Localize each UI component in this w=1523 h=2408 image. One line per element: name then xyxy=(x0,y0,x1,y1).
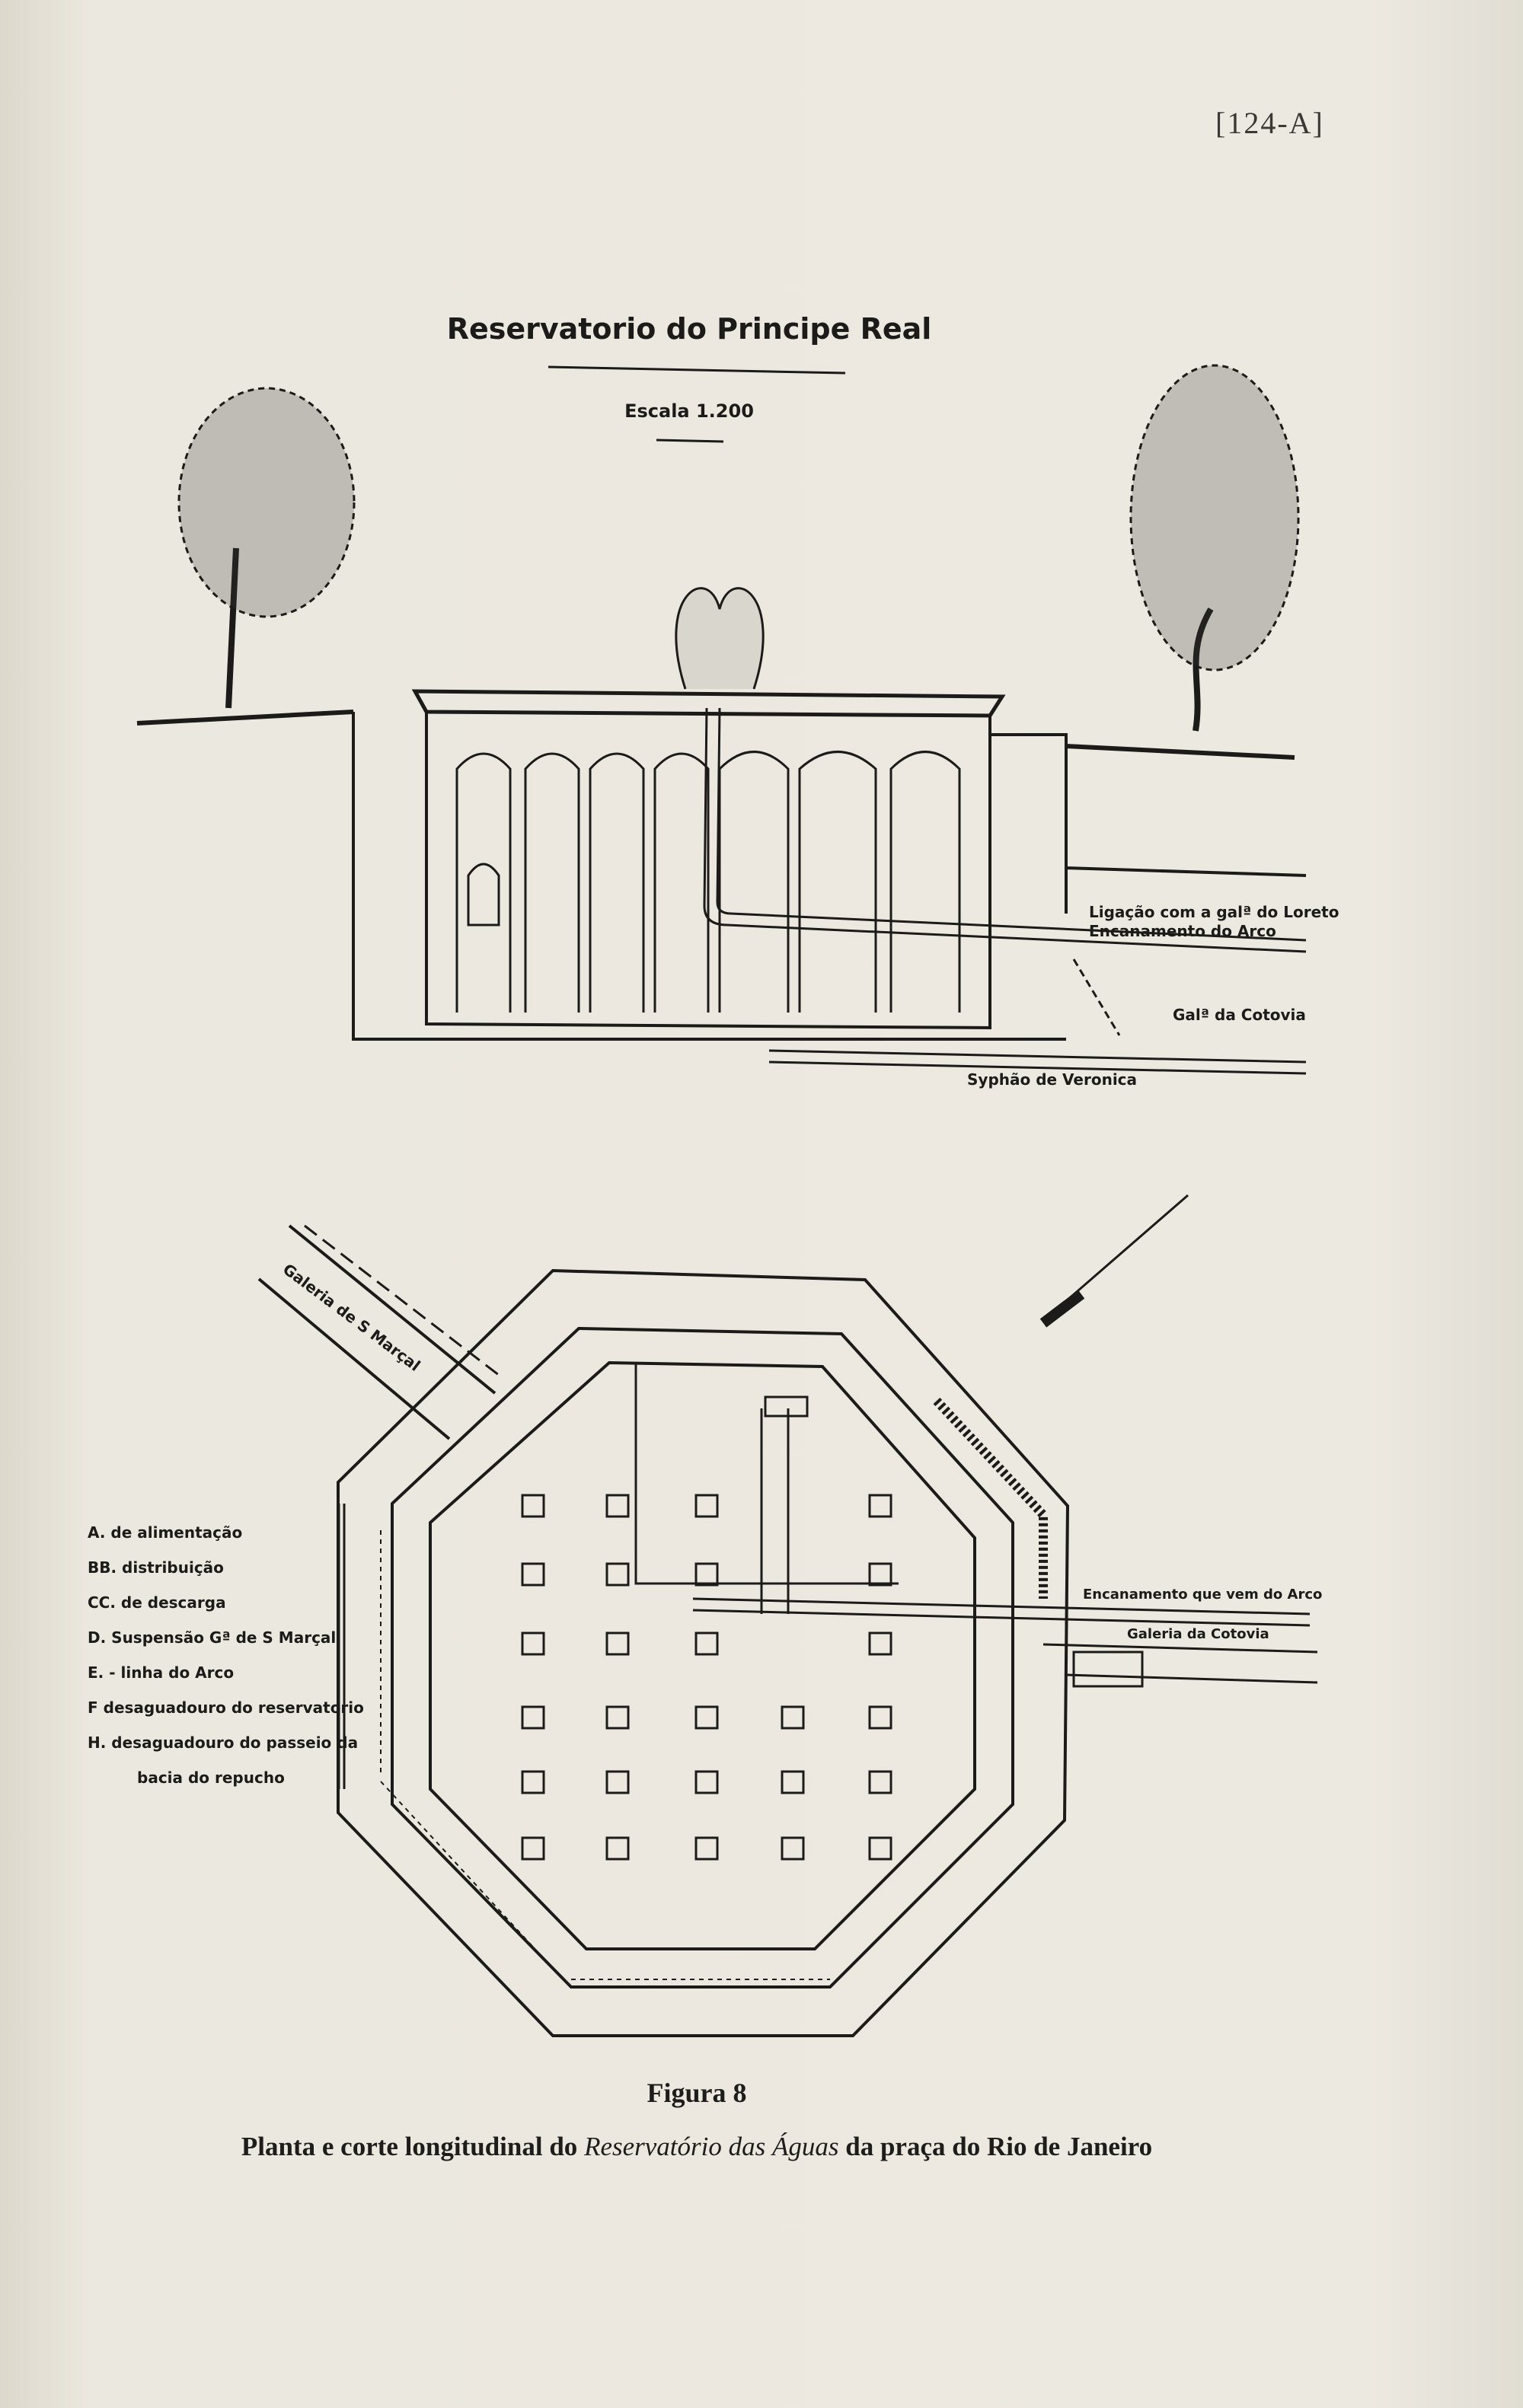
pillar xyxy=(694,1562,719,1587)
label-syphao: Syphão de Veronica xyxy=(967,1070,1137,1089)
legend-item: E. - linha do Arco xyxy=(88,1663,234,1682)
pillar xyxy=(781,1705,805,1730)
legend-item: BB. distribuição xyxy=(88,1558,224,1577)
pillar xyxy=(868,1562,892,1587)
pillar xyxy=(694,1631,719,1656)
label-encanamento-arco: Encanamento do Arco xyxy=(1089,922,1276,940)
pillar xyxy=(605,1836,630,1861)
label-loreto: Ligação com a galª do Loreto xyxy=(1089,903,1339,921)
caption-prefix: Planta e corte longitudinal do xyxy=(241,2132,585,2161)
tree-left-icon xyxy=(177,387,356,709)
pillar xyxy=(868,1770,892,1794)
pillar-grid xyxy=(521,1494,892,1861)
pillar xyxy=(521,1562,545,1587)
pillar xyxy=(521,1631,545,1656)
figure-number: Figura 8 xyxy=(647,2078,747,2108)
label-galeria-cotovia: Galª da Cotovia xyxy=(1173,1006,1306,1024)
legend-item: CC. de descarga xyxy=(88,1593,226,1612)
legend-item: H. desaguadouro do passeio da xyxy=(88,1733,358,1752)
pillar xyxy=(605,1562,630,1587)
pillar xyxy=(521,1705,545,1730)
pillar xyxy=(605,1494,630,1518)
pillar xyxy=(868,1631,892,1656)
tree-right-icon xyxy=(1129,364,1300,732)
title-rule xyxy=(548,365,846,375)
caption-suffix: da praça do Rio de Janeiro xyxy=(838,2132,1153,2161)
pillar xyxy=(694,1836,719,1861)
pillar xyxy=(868,1494,892,1518)
pillar xyxy=(605,1770,630,1794)
pillar xyxy=(694,1770,719,1794)
figure-caption: Planta e corte longitudinal do Reservató… xyxy=(0,2132,1394,2162)
legend-item: A. de alimentação xyxy=(88,1523,242,1542)
label-galeria-cotovia-plan: Galeria da Cotovia xyxy=(1127,1626,1269,1642)
legend-item: F desaguadouro do reservatorio xyxy=(88,1698,364,1717)
pillar xyxy=(868,1705,892,1730)
drawing-title: Reservatorio do Principe Real xyxy=(447,312,932,346)
pillar xyxy=(694,1494,719,1518)
label-encanamento-arco-plan: Encanamento que vem do Arco xyxy=(1083,1587,1322,1603)
pillar xyxy=(694,1705,719,1730)
pillar xyxy=(605,1631,630,1656)
pillar xyxy=(781,1770,805,1794)
pillar xyxy=(521,1770,545,1794)
pillar xyxy=(521,1836,545,1861)
page-number: [124-A] xyxy=(1215,106,1324,140)
fountain-icon xyxy=(675,587,765,690)
plan-legend: A. de alimentação BB. distribuição CC. d… xyxy=(88,1523,364,1787)
caption-italic: Reservatório das Águas xyxy=(584,2132,839,2161)
legend-item: D. Suspensão Gª de S Marçal xyxy=(88,1628,336,1647)
pillar xyxy=(781,1836,805,1861)
legend-item: bacia do repucho xyxy=(137,1769,285,1787)
pillar xyxy=(868,1836,892,1861)
drawing-scale: Escala 1.200 xyxy=(624,400,754,422)
pillar xyxy=(521,1494,545,1518)
pillar xyxy=(605,1705,630,1730)
